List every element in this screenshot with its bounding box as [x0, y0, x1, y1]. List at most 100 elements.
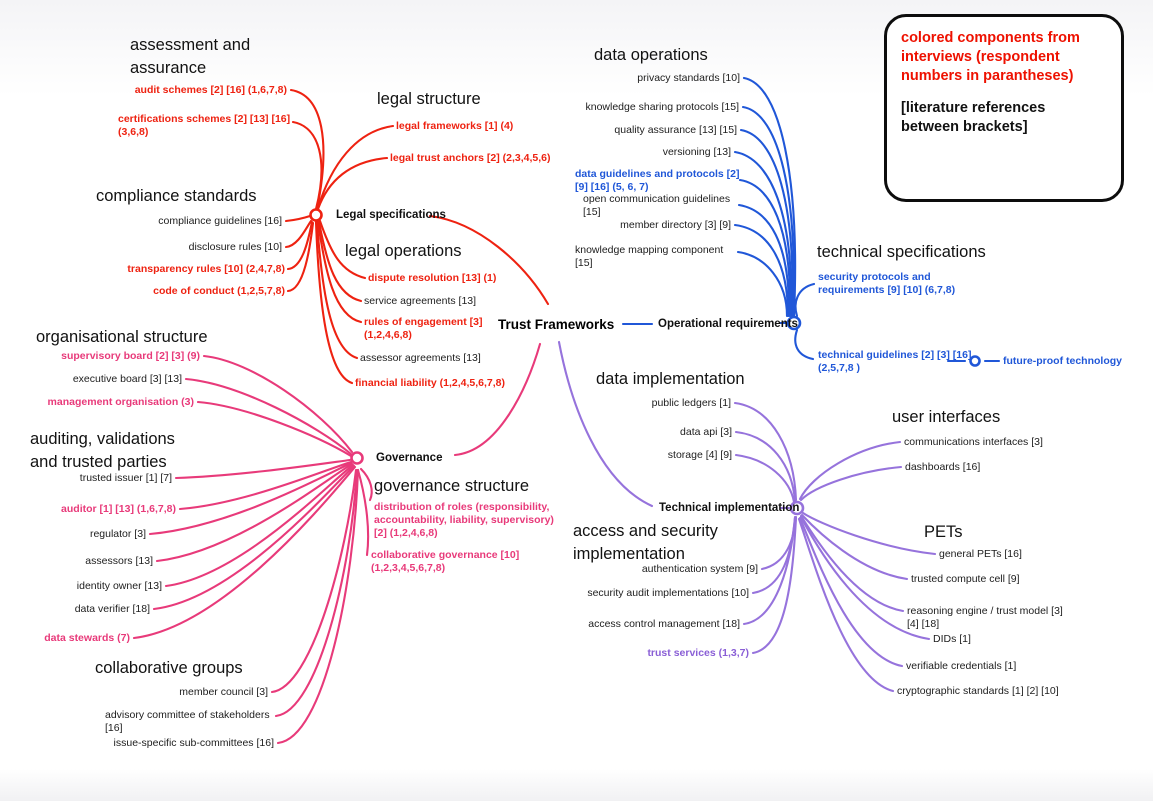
legend-interviews-note: colored components from interviews (resp…	[901, 30, 1080, 84]
heading-data-operations: data operations	[594, 46, 708, 64]
edge-reasoning	[799, 514, 905, 613]
leaf-security-protocols-requirements: security protocols and requirements [9] …	[818, 271, 956, 296]
heading-data-implementation: data implementation	[596, 370, 745, 388]
edge-mapping	[736, 250, 789, 318]
leaf-data-guidelines-protocols: data guidelines and protocols [2] [9] [1…	[575, 168, 740, 193]
leaf-verifiable-credentials: verifiable credentials [1]	[906, 660, 1017, 672]
leaf-compliance-guidelines: compliance guidelines [16]	[158, 215, 282, 227]
heading-access-security-implementation: access and security implementation	[573, 522, 718, 563]
leaf-trusted-compute-cell: trusted compute cell [9]	[911, 573, 1020, 585]
legend-literature-note: [literature references between brackets]	[901, 100, 1046, 135]
heading-legal-operations: legal operations	[345, 242, 462, 260]
edge-sharing	[741, 105, 795, 318]
leaf-quality-assurance: quality assurance [13] [15]	[614, 124, 737, 136]
node-governance: Governance	[376, 452, 443, 464]
edge-member-council	[270, 468, 358, 694]
edge-assessors	[155, 462, 354, 563]
edge-issue-specific	[276, 468, 360, 745]
leaf-data-verifier: data verifier [18]	[74, 603, 150, 615]
heading-organisational-structure: organisational structure	[36, 328, 208, 346]
edge-guidelines	[738, 178, 792, 318]
leaf-service-agreements: service agreements [13]	[364, 295, 477, 307]
leaf-dashboards: dashboards [16]	[905, 461, 981, 473]
leaf-member-council: member council [3]	[179, 686, 268, 698]
leaf-advisory-committee: advisory committee of stakeholders [16]	[105, 709, 270, 734]
leaf-transparency-rules: transparency rules [10] (2,4,7,8)	[127, 263, 285, 275]
leaf-cryptographic-standards: cryptographic standards [1] [2] [10]	[897, 685, 1059, 697]
leaf-dids: DIDs [1]	[933, 633, 971, 645]
leaf-privacy-standards: privacy standards [10]	[637, 72, 740, 84]
edge-audit	[289, 88, 325, 211]
edge-general-pets	[801, 511, 937, 556]
leaf-assessors: assessors [13]	[85, 555, 153, 567]
edge-directory	[733, 223, 790, 318]
edge-management	[196, 400, 353, 458]
leaf-data-stewards: data stewards (7)	[44, 632, 130, 644]
heading-auditing-validations: auditing, validations and trusted partie…	[30, 430, 175, 471]
leaf-data-api: data api [3]	[680, 426, 732, 438]
edge-auditor	[178, 460, 353, 511]
edge-tech-guidelines	[794, 328, 815, 361]
edge-storage	[734, 453, 796, 504]
leaf-distribution-of-roles: distribution of roles (responsibility, a…	[374, 501, 554, 539]
leaf-assessor-agreements: assessor agreements [13]	[360, 352, 481, 364]
heading-assessment-assurance: assessment and assurance	[130, 36, 251, 77]
leaf-trusted-issuer: trusted issuer [1] [7]	[79, 472, 172, 484]
edge-data-stewards	[132, 465, 357, 640]
edge-trusted-issuer	[174, 458, 352, 480]
legend-box: colored components from interviews (resp…	[884, 14, 1124, 202]
edge-trust-services	[751, 516, 798, 655]
edge-disclosure	[284, 219, 313, 249]
edge-crypto	[797, 517, 895, 693]
root-trust-frameworks: Trust Frameworks	[498, 317, 615, 332]
leaf-trust-services: trust services (1,3,7)	[647, 647, 749, 659]
edge-qa	[739, 128, 794, 318]
leaf-regulator: regulator [3]	[89, 528, 146, 540]
edge-regulator	[148, 461, 353, 536]
legal-junction	[309, 208, 323, 222]
edge-engagement	[316, 220, 363, 324]
leaf-knowledge-mapping-component: knowledge mapping component [15]	[575, 244, 724, 269]
edge-compliance-guidelines	[284, 214, 312, 223]
leaf-general-pets: general PETs [16]	[939, 548, 1022, 560]
leaf-legal-frameworks: legal frameworks [1] (4)	[396, 120, 514, 132]
node-technical-implementation: Technical implementation	[659, 502, 800, 514]
leaf-audit-schemes: audit schemes [2] [16] (1,6,7,8)	[134, 84, 287, 96]
edge-data-verifier	[152, 464, 356, 611]
leaf-legal-trust-anchors: legal trust anchors [2] (2,3,4,5,6)	[390, 152, 551, 164]
leaf-member-directory: member directory [3] [9]	[620, 219, 731, 231]
edge-frameworks	[316, 124, 395, 210]
edge-dashboards	[799, 465, 903, 502]
leaf-financial-liability: financial liability (1,2,4,5,6,7,8)	[355, 377, 505, 389]
node-operational-requirements: Operational requirements	[658, 318, 798, 330]
edge-auth	[760, 515, 798, 571]
edge-anchors	[316, 156, 389, 211]
heading-collaborative-groups: collaborative groups	[95, 659, 243, 677]
leaf-reasoning-engine: reasoning engine / trust model [3] [4] […	[907, 605, 1063, 630]
edge-security-protocols	[794, 282, 816, 318]
leaf-executive-board: executive board [3] [13]	[72, 373, 182, 385]
leaf-dispute-resolution: dispute resolution [13] (1)	[368, 272, 497, 284]
heading-compliance-standards: compliance standards	[96, 187, 257, 205]
leaf-knowledge-sharing-protocols: knowledge sharing protocols [15]	[585, 101, 739, 113]
edge-open-comm	[737, 203, 791, 318]
edge-conduct	[286, 221, 315, 293]
edge-root-to-technical	[557, 340, 654, 508]
leaf-rules-of-engagement: rules of engagement [3] (1,2,4,6,8)	[364, 316, 483, 341]
leaf-public-ledgers: public ledgers [1]	[651, 397, 731, 409]
leaf-security-audit-implementations: security audit implementations [10]	[587, 587, 749, 599]
leaf-authentication-system: authentication system [9]	[641, 563, 758, 575]
technical-branch-edges	[557, 340, 937, 693]
leaf-identity-owner: identity owner [13]	[76, 580, 162, 592]
leaf-management-organisation: management organisation (3)	[47, 396, 194, 408]
leaf-code-of-conduct: code of conduct (1,2,5,7,8)	[153, 285, 285, 297]
edge-compute-cell	[800, 513, 909, 581]
edge-transparency	[286, 220, 314, 271]
leaf-future-proof-technology: future-proof technology	[1003, 355, 1122, 367]
edge-comms	[798, 440, 902, 501]
edge-api	[734, 430, 797, 503]
leaf-collaborative-governance: collaborative governance [10] (1,2,3,4,5…	[371, 549, 520, 574]
leaf-disclosure-rules: disclosure rules [10]	[188, 241, 282, 253]
future-proof-junction	[969, 355, 981, 367]
